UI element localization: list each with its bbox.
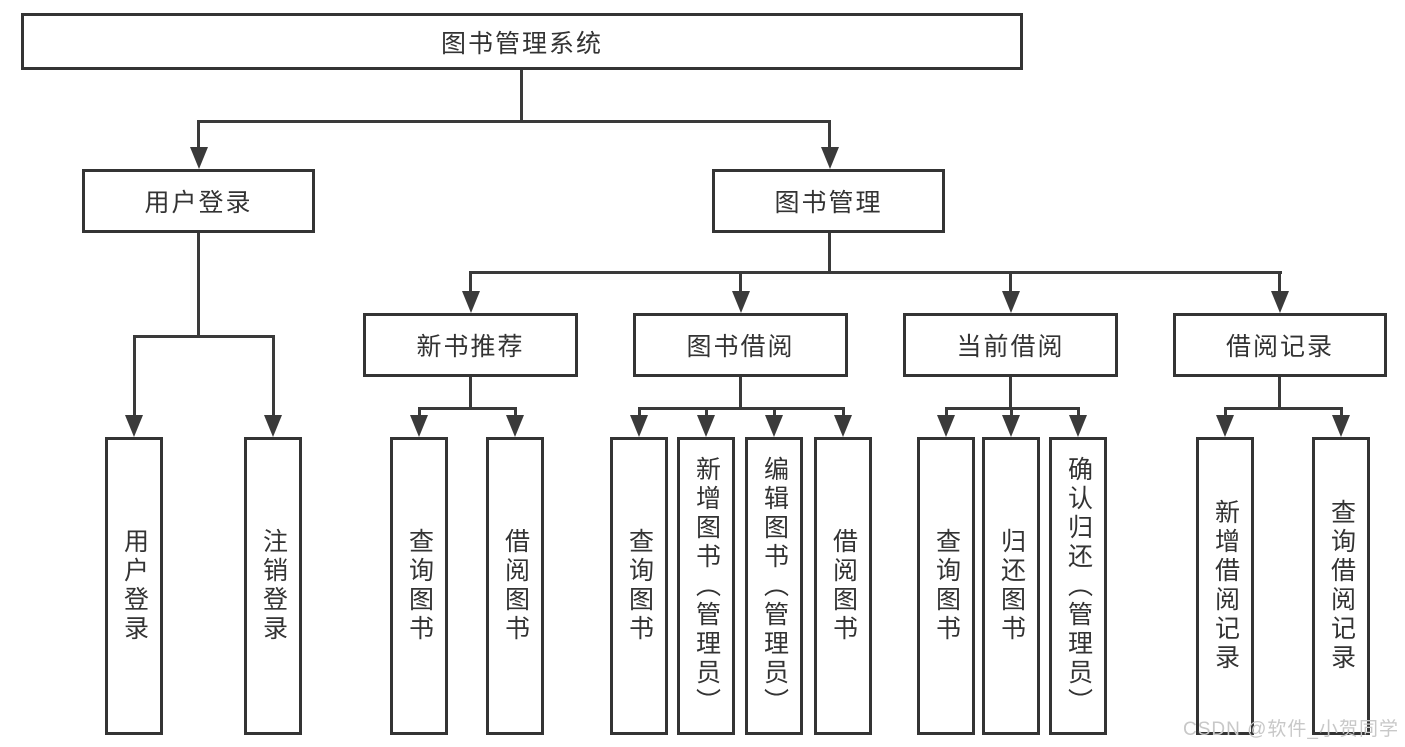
connector-line [1010, 407, 1013, 417]
arrowhead [765, 415, 783, 437]
leaf-label: 查询图书 [625, 528, 654, 644]
connector-line [1340, 407, 1343, 417]
arrowhead [1002, 415, 1020, 437]
node-current-borrow-label: 当前借阅 [956, 333, 1065, 361]
arrowhead [462, 291, 480, 313]
arrowhead [1271, 291, 1289, 313]
connector-line [418, 407, 517, 410]
leaf-query-books-current: 查询图书 [917, 437, 975, 735]
arrowhead [190, 147, 208, 169]
arrowhead [506, 415, 524, 437]
node-user-login-label: 用户登录 [144, 189, 253, 217]
leaf-label: 用户登录 [120, 528, 149, 644]
connector-line [1224, 407, 1227, 417]
leaf-query-books-borrow: 查询图书 [610, 437, 668, 735]
leaf-logout: 注销登录 [244, 437, 302, 735]
arrowhead [1002, 291, 1020, 313]
connector-line [1009, 271, 1012, 291]
leaf-label: 借阅图书 [829, 528, 858, 644]
arrowhead [821, 147, 839, 169]
leaf-confirm-return-admin: 确认归还（管理员） [1049, 437, 1107, 735]
connector-line [1009, 377, 1012, 408]
arrowhead [834, 415, 852, 437]
leaf-label: 注销登录 [259, 528, 288, 644]
connector-line [638, 407, 641, 417]
leaf-label: 编辑图书（管理员） [760, 455, 789, 717]
connector-line [739, 271, 742, 291]
arrowhead [1069, 415, 1087, 437]
arrowhead [630, 415, 648, 437]
leaf-label: 确认归还（管理员） [1064, 455, 1093, 717]
arrowhead [264, 415, 282, 437]
leaf-query-borrow-record: 查询借阅记录 [1312, 437, 1370, 735]
node-root-label: 图书管理系统 [440, 29, 603, 58]
leaf-label: 新增借阅记录 [1211, 499, 1240, 673]
leaf-borrow-books: 借阅图书 [814, 437, 872, 735]
leaf-label: 查询图书 [405, 528, 434, 644]
connector-line [133, 335, 275, 338]
node-book-management-label: 图书管理 [774, 189, 883, 217]
connector-line [197, 120, 200, 150]
node-book-borrow: 图书借阅 [633, 313, 848, 377]
node-borrow-records-label: 借阅记录 [1225, 333, 1334, 361]
connector-line [739, 377, 742, 408]
arrowhead [125, 415, 143, 437]
connector-line [1224, 407, 1343, 410]
leaf-add-borrow-record: 新增借阅记录 [1196, 437, 1254, 735]
connector-line [1278, 377, 1281, 408]
arrowhead [1332, 415, 1350, 437]
leaf-add-books-admin: 新增图书（管理员） [677, 437, 735, 735]
connector-line [133, 335, 136, 417]
connector-line [828, 233, 831, 271]
csdn-watermark: CSDN @软件_小贺同学 [1183, 719, 1399, 740]
connector-line [1278, 271, 1281, 291]
connector-line [945, 407, 948, 417]
leaf-borrow-books-recommend: 借阅图书 [486, 437, 544, 735]
arrowhead [410, 415, 428, 437]
connector-line [469, 271, 1282, 274]
connector-line [842, 407, 845, 417]
arrowhead [732, 291, 750, 313]
leaf-query-books-recommend: 查询图书 [390, 437, 448, 735]
connector-line [418, 407, 421, 417]
connector-line [469, 271, 472, 291]
leaf-label: 查询借阅记录 [1327, 499, 1356, 673]
leaf-label: 新增图书（管理员） [692, 455, 721, 717]
connector-line [638, 407, 845, 410]
connector-line [514, 407, 517, 417]
node-borrow-records: 借阅记录 [1173, 313, 1387, 377]
leaf-label: 借阅图书 [501, 528, 530, 644]
node-book-borrow-label: 图书借阅 [686, 333, 795, 361]
connector-line [272, 335, 275, 417]
connector-line [197, 233, 200, 335]
connector-line [520, 70, 523, 120]
arrowhead [937, 415, 955, 437]
connector-line [197, 120, 831, 123]
connector-line [1077, 407, 1080, 417]
leaf-label: 归还图书 [997, 528, 1026, 644]
connector-line [773, 407, 776, 417]
connector-line [828, 120, 831, 150]
arrowhead [1216, 415, 1234, 437]
node-current-borrow: 当前借阅 [903, 313, 1118, 377]
leaf-user-login: 用户登录 [105, 437, 163, 735]
connector-line [705, 407, 708, 417]
node-root: 图书管理系统 [21, 13, 1023, 70]
arrowhead [697, 415, 715, 437]
connector-line [469, 377, 472, 408]
node-user-login: 用户登录 [82, 169, 315, 233]
leaf-return-books: 归还图书 [982, 437, 1040, 735]
node-new-book-recommend: 新书推荐 [363, 313, 578, 377]
node-new-book-recommend-label: 新书推荐 [416, 333, 525, 361]
leaf-label: 查询图书 [932, 528, 961, 644]
leaf-edit-books-admin: 编辑图书（管理员） [745, 437, 803, 735]
node-book-management: 图书管理 [712, 169, 945, 233]
